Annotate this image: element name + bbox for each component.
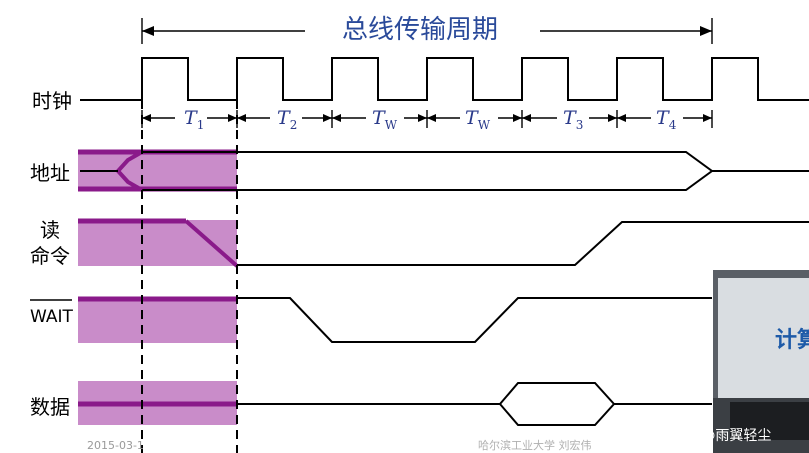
read-command-waveform [184, 219, 809, 268]
period-label-t4: T4 [656, 107, 677, 132]
period-label-t3: T3 [563, 107, 583, 132]
wait-waveform [237, 297, 712, 343]
label-clock: 时钟 [32, 89, 72, 113]
clock-waveform [80, 57, 809, 101]
diagram-title: 总线传输周期 [342, 15, 498, 45]
label-data: 数据 [30, 395, 70, 419]
address-waveform [80, 150, 809, 192]
period-arrows [141, 110, 713, 128]
inset-sign-text: 计算 [775, 327, 809, 353]
signal-labels: 时钟 地址 读 命令 WAIT 数据 [30, 89, 74, 419]
period-label-tw2: TW [465, 107, 491, 132]
date-watermark: 2015-03-1 [87, 439, 144, 452]
period-label-t1: T1 [184, 107, 204, 132]
label-read-line2: 命令 [30, 244, 70, 268]
watermarks: 2015-03-1 哈尔滨工业大学 刘宏伟 CSDN @雨翼轻尘 [87, 428, 771, 452]
institution-watermark: 哈尔滨工业大学 刘宏伟 [478, 438, 592, 452]
bus-cycle-span: 总线传输周期 [141, 15, 713, 45]
label-address: 地址 [30, 161, 70, 185]
highlight-regions [78, 149, 237, 425]
csdn-credit: CSDN @雨翼轻尘 [657, 428, 771, 444]
camera-inset: 计算 [713, 270, 809, 453]
label-wait: WAIT [30, 307, 74, 327]
period-label-tw1: TW [372, 107, 398, 132]
period-labels: T1 T2 TW TW T3 T4 [184, 107, 677, 132]
period-label-t2: T2 [277, 107, 297, 132]
data-waveform [237, 382, 712, 426]
label-read-line1: 读 [40, 218, 60, 242]
